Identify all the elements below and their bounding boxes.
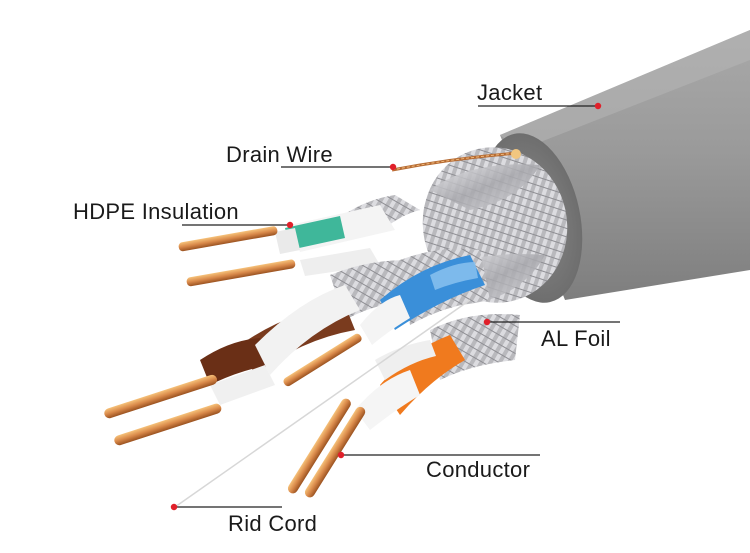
al-foil-pointer-dot: [483, 318, 491, 326]
rid-cord-label: Rid Cord: [228, 511, 318, 536]
drain-wire-label: Drain Wire: [226, 142, 333, 167]
drain-wire-pointer-dot: [389, 163, 397, 171]
pair-brown: [104, 260, 430, 446]
jacket-label: Jacket: [477, 80, 543, 105]
rip-cord: [174, 299, 471, 508]
conductor-pointer-dot: [337, 451, 345, 459]
pointer-dots: [170, 102, 602, 511]
jacket-pointer-dot: [594, 102, 602, 110]
hdpe-insulation-label: HDPE Insulation: [73, 199, 239, 224]
pair-blue: [283, 248, 490, 387]
al-foil-label: AL Foil: [541, 326, 611, 351]
leader-lines: [174, 105, 620, 508]
pair-green: [178, 195, 420, 287]
rid-cord-pointer-dot: [170, 503, 178, 511]
pair-orange: [287, 314, 520, 498]
conductor-label: Conductor: [426, 457, 531, 482]
drain-wire: [391, 149, 521, 172]
hdpe-pointer-dot: [286, 221, 294, 229]
